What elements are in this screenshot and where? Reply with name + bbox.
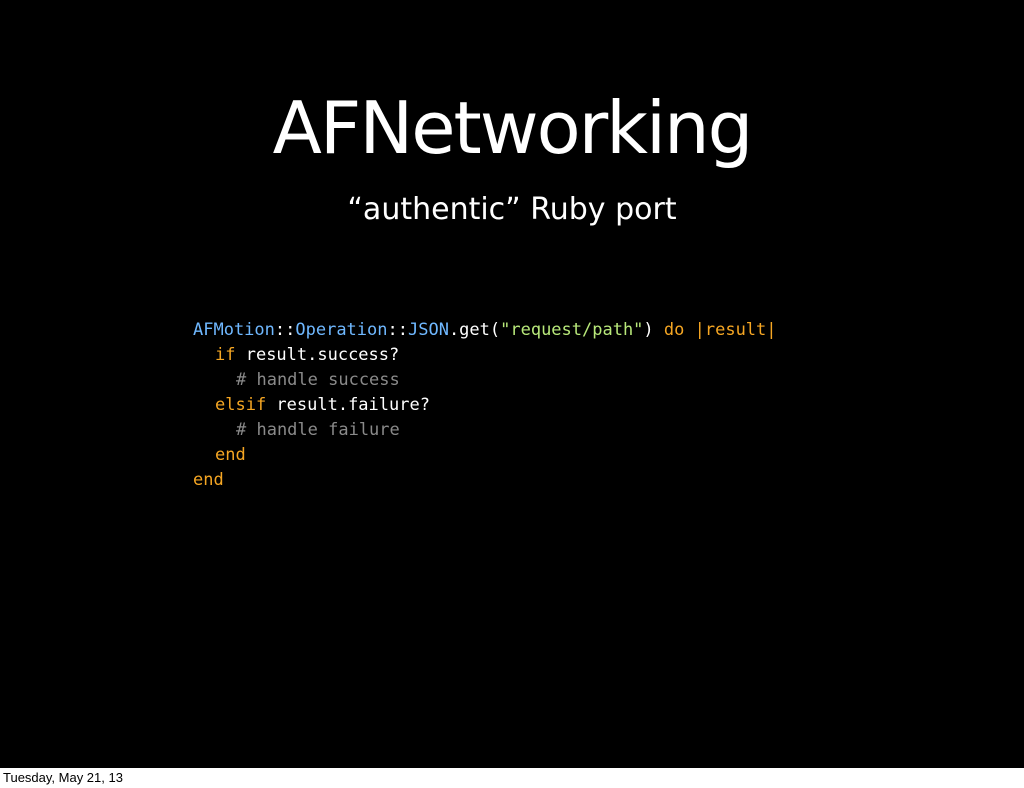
code-token-comment: # handle success (236, 370, 400, 390)
code-block: AFMotion::Operation::JSON.get("request/p… (193, 318, 777, 493)
code-token-constant: JSON (407, 320, 449, 340)
slide-subtitle: “authentic” Ruby port (347, 192, 677, 227)
code-token-plain: :: (387, 320, 408, 340)
code-token-keyword: elsif (215, 395, 267, 415)
code-token-plain: .get( (448, 320, 501, 340)
code-token-keyword: end (193, 470, 224, 490)
code-token-plain: ) (643, 320, 664, 340)
code-token-keyword: if (215, 345, 236, 365)
code-token-constant: AFMotion (193, 320, 275, 340)
code-line: AFMotion::Operation::JSON.get("request/p… (193, 318, 777, 343)
code-token-plain: result.success? (235, 345, 400, 365)
code-line: # handle success (193, 368, 777, 393)
code-token-comment: # handle failure (236, 420, 400, 440)
slide-title: AFNetworking (272, 86, 754, 170)
code-token-plain: result.failure? (266, 395, 430, 415)
footer-date: Tuesday, May 21, 13 (3, 770, 123, 785)
code-token-plain: :: (274, 320, 296, 340)
code-line: elsif result.failure? (193, 393, 777, 418)
code-line: # handle failure (193, 418, 777, 443)
slide-canvas: AFNetworking “authentic” Ruby port AFMot… (0, 0, 1024, 768)
code-token-keyword: end (215, 445, 246, 465)
code-line: end (193, 443, 777, 468)
code-token-keyword: do (663, 320, 685, 340)
code-line: if result.success? (193, 343, 777, 368)
code-line: end (193, 468, 777, 493)
code-token-param: |result| (684, 320, 777, 340)
code-token-constant: Operation (295, 320, 388, 340)
code-token-string: "request/path" (500, 320, 644, 340)
